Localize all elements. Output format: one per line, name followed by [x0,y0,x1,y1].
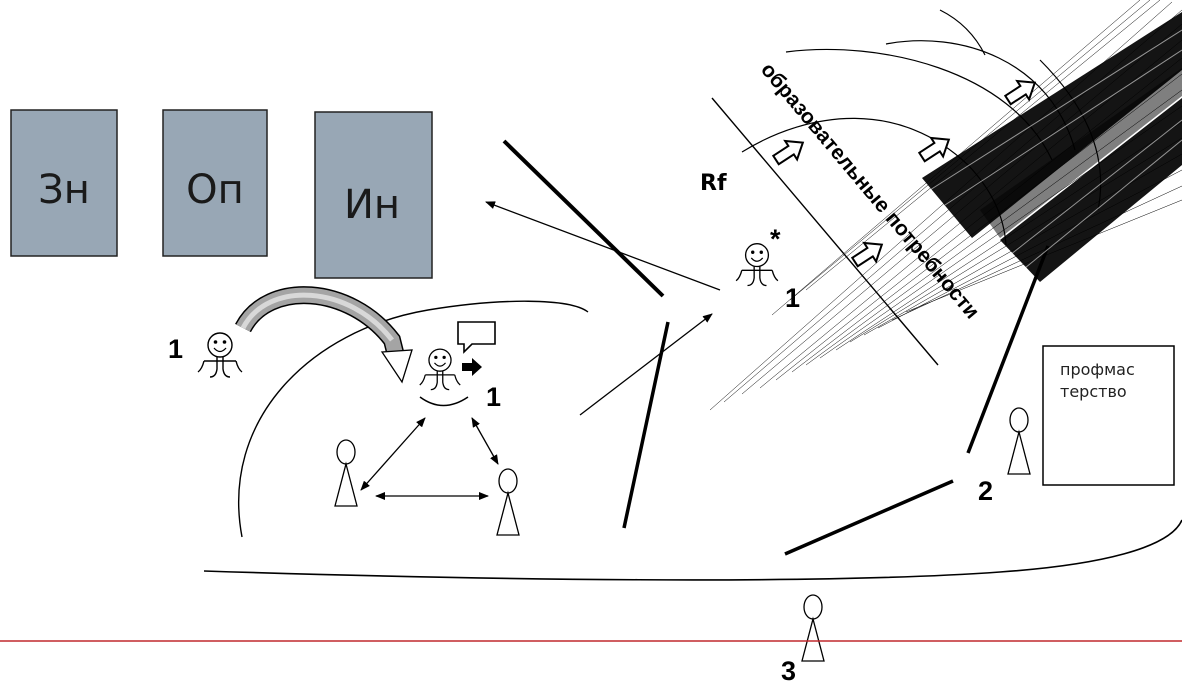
transition-curved-arrow [235,286,413,384]
block-op: Оп [162,109,268,257]
group-link-arrow [471,417,499,465]
speech-bubble-icon [457,321,496,354]
mastery-line-1: профмас [1060,360,1135,379]
arrow-to-reflection [579,313,713,416]
person-smiley-center [419,348,469,407]
label-num-three: 3 [781,656,796,686]
arrow-to-blocks [485,201,721,291]
block-op-label: Оп [186,167,244,213]
block-in-label: Ин [344,182,400,228]
base-arc [203,519,1182,581]
asterisk-mark: * [770,224,781,254]
person-three [801,594,825,662]
black-arrow-icon [462,358,482,376]
group-link-arrow [360,417,426,491]
label-num-left: 1 [168,334,183,364]
group-arc [237,300,589,538]
label-num-two: 2 [978,476,993,506]
block-in-rect [314,111,433,279]
person-two [1007,407,1031,475]
block-in: Ин [314,111,433,279]
block-zn-rect [10,109,118,257]
needs-arrow [1001,72,1042,111]
divider-stroke [622,321,670,529]
reflection-label: Rf [700,171,727,196]
block-zn-label: Зн [38,167,90,213]
divider-stroke [784,479,954,556]
development-rays [709,0,1182,411]
needs-arc [939,9,986,56]
block-op-rect [162,109,268,257]
divider-stroke [502,139,665,298]
divider-stroke [966,245,1050,454]
reflection-line [711,97,939,366]
needs-arrow [769,132,810,171]
person-group-b [496,468,520,536]
block-zn: Зн [10,109,118,257]
person-group-a [334,439,358,507]
label-num-center: 1 [486,382,501,412]
person-smiley-left [197,332,243,378]
mastery-line-2: терство [1060,382,1127,401]
mastery-box: профмас терство [1042,345,1175,486]
